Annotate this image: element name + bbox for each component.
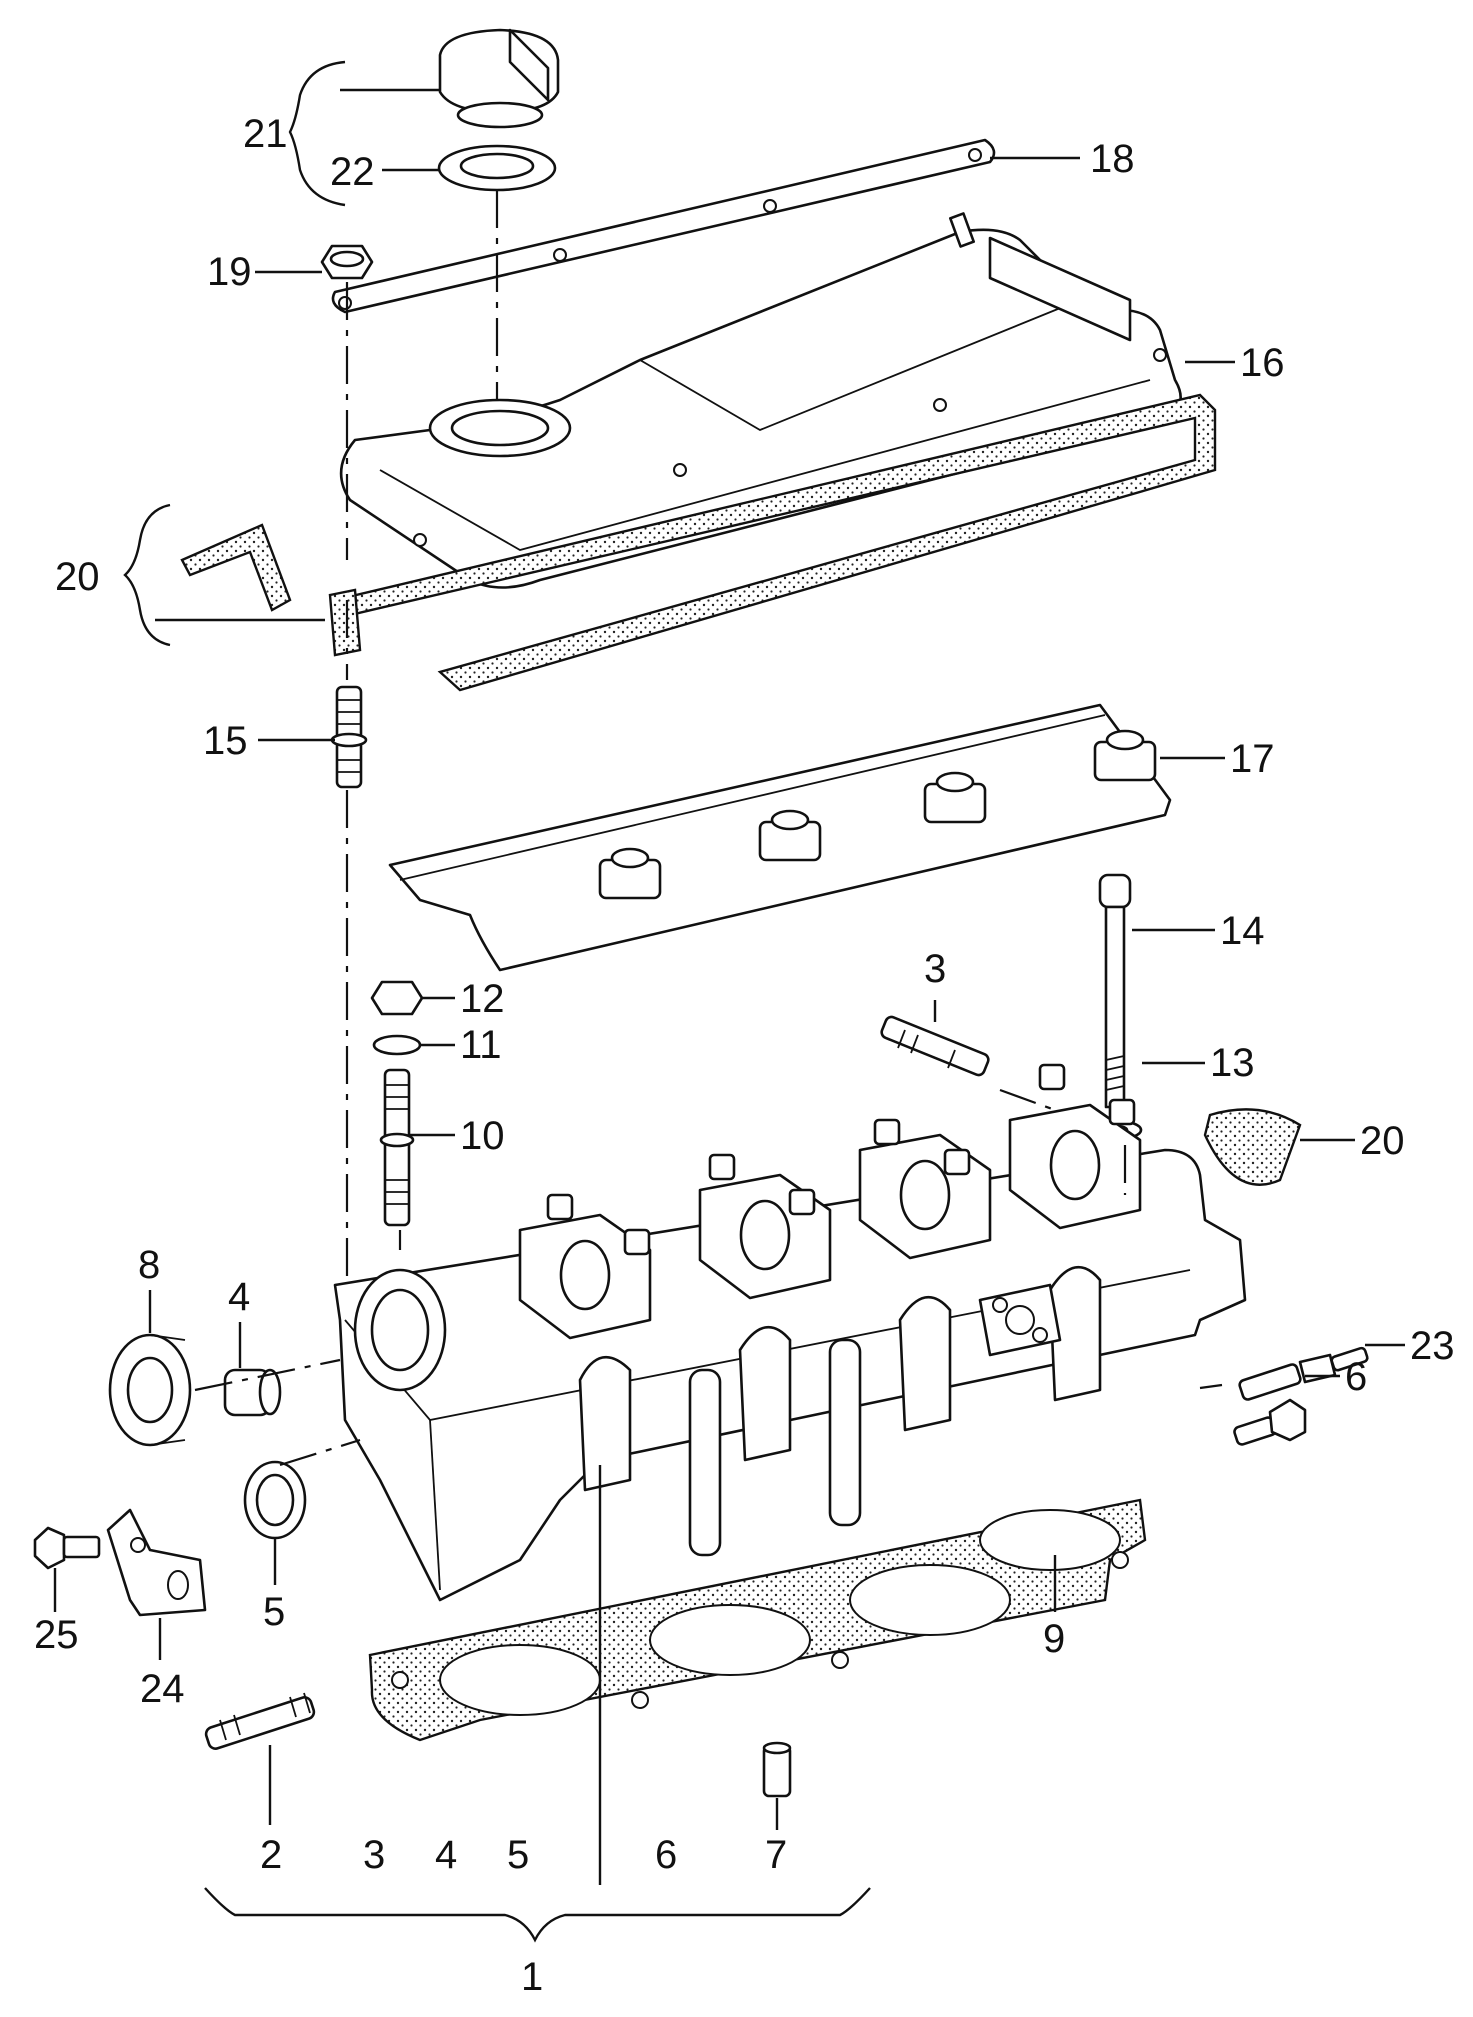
callout-3-lower: 3 [363, 1833, 385, 1877]
bracket-bolt [33, 1526, 101, 1570]
bracket [106, 1508, 207, 1617]
callout-9: 9 [1043, 1617, 1065, 1661]
cap-plug [223, 1368, 282, 1417]
head-gasket [368, 1498, 1147, 1742]
callout-24: 24 [140, 1667, 185, 1711]
half-moon-seal-right [1203, 1108, 1302, 1186]
baffle-plate [388, 703, 1172, 972]
camshaft-stud [880, 1015, 990, 1077]
callout-16: 16 [1240, 341, 1285, 385]
manifold-stud [379, 1068, 415, 1227]
callout-11: 11 [460, 1023, 502, 1067]
callout-5-lower: 5 [507, 1833, 529, 1877]
callout-4-upper: 4 [228, 1275, 250, 1319]
callout-23: 23 [1410, 1324, 1455, 1368]
intake-ports [578, 1265, 1102, 1492]
callout-2: 2 [260, 1833, 282, 1877]
oil-filler-cap [438, 28, 560, 129]
callout-7: 7 [765, 1833, 787, 1877]
callout-5-left: 5 [263, 1590, 285, 1634]
callout-22: 22 [330, 150, 375, 194]
valve-guide-dowel [762, 1741, 792, 1798]
callout-4-lower: 4 [435, 1833, 457, 1877]
cylinder-head-cover [339, 212, 1182, 589]
camshaft-oil-seal [108, 1333, 192, 1447]
oil-pressure-switch [1233, 1398, 1307, 1446]
half-moon-seal-upper [180, 523, 292, 612]
callout-21: 21 [243, 112, 288, 156]
callout-6-right: 6 [1345, 1355, 1367, 1399]
callout-12: 12 [460, 977, 505, 1021]
callout-20-upper: 20 [55, 555, 100, 599]
callout-8: 8 [138, 1243, 160, 1287]
callout-labels: 21 22 18 19 16 20 15 17 14 3 12 11 13 10… [34, 112, 1455, 1999]
sealing-ring [243, 1460, 307, 1540]
callout-13: 13 [1210, 1041, 1255, 1085]
cover-stud [330, 685, 368, 789]
head-bolt [1098, 873, 1132, 1109]
baffle-clips [598, 729, 1157, 900]
stud-washer [372, 1034, 422, 1056]
cover-nut [320, 244, 374, 280]
callout-18: 18 [1090, 137, 1135, 181]
cover-seal-strip [331, 138, 996, 314]
callout-25: 25 [34, 1613, 79, 1657]
alignment-lines [194, 190, 1223, 1467]
bearing-caps [518, 1103, 1142, 1340]
callout-15: 15 [203, 719, 248, 763]
callout-19: 19 [207, 250, 252, 294]
callout-17: 17 [1230, 737, 1275, 781]
callout-14: 14 [1220, 909, 1265, 953]
filler-cap-seal [437, 144, 557, 192]
callout-1: 1 [521, 1955, 543, 1999]
head-stud [204, 1692, 316, 1750]
callout-6-lower: 6 [655, 1833, 677, 1877]
leader-lines [53, 60, 1405, 1943]
callout-3-upper: 3 [924, 947, 946, 991]
cover-gasket [328, 393, 1217, 692]
callout-20-right: 20 [1360, 1119, 1405, 1163]
callout-10: 10 [460, 1114, 505, 1158]
cap-nuts [546, 1063, 1136, 1256]
cylinder-head [333, 1063, 1247, 1602]
stud-nut [370, 980, 424, 1016]
